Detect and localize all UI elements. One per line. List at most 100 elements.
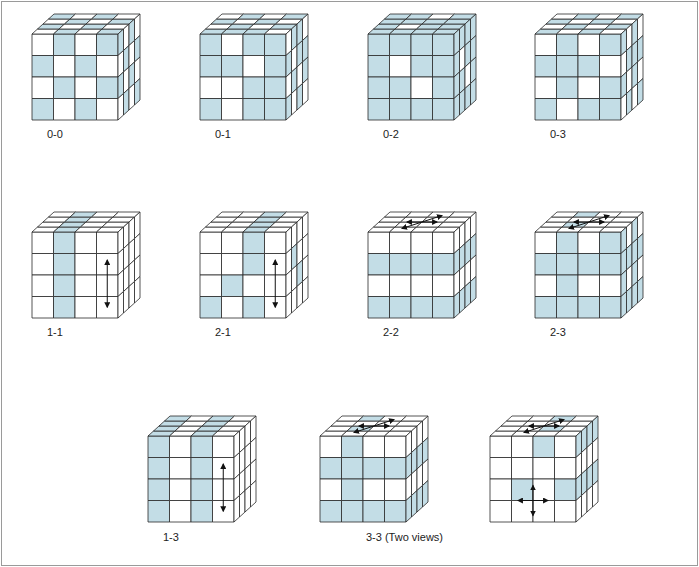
cube-facelet — [412, 491, 418, 518]
cube-facelet — [129, 84, 135, 111]
cube-facelet — [621, 292, 627, 319]
cube-facelet — [417, 486, 423, 513]
cube-facelet — [433, 232, 455, 254]
cube-facelet — [390, 232, 412, 254]
cube-facelet — [243, 56, 265, 78]
cube-facelet — [533, 436, 555, 458]
cube-facelet — [32, 232, 54, 254]
cube-facelet — [632, 84, 638, 111]
cube-facelet — [286, 94, 292, 121]
cube-facelet — [433, 275, 455, 297]
case-label: 3-3 (Two views) — [366, 531, 443, 543]
cube-facelet — [600, 99, 622, 121]
cube-facelet — [600, 34, 622, 56]
cube-facelet — [535, 56, 557, 78]
cube-facelet — [54, 232, 76, 254]
cube-facelet — [148, 479, 170, 501]
cube-facelet — [200, 56, 222, 78]
cube-facelet — [593, 481, 599, 508]
cube-facelet — [406, 496, 412, 523]
cube-facelet — [97, 34, 119, 56]
move-arrow — [402, 216, 442, 229]
cube-facelet — [265, 56, 287, 78]
cube-facelet — [557, 275, 579, 297]
cube-facelet — [385, 501, 407, 523]
cube-facelet — [390, 99, 412, 121]
cube-facelet — [292, 89, 298, 116]
cube-facelet — [411, 232, 433, 254]
cube-facelet — [390, 77, 412, 99]
cube-facelet — [297, 84, 303, 111]
case-label: 2-3 — [550, 326, 566, 338]
cube-facelet — [411, 56, 433, 78]
cube-facelet — [97, 232, 119, 254]
case-label: 0-1 — [215, 128, 231, 140]
cube-facelet — [512, 479, 534, 501]
cube-facelet — [411, 254, 433, 276]
cube-facelet — [411, 77, 433, 99]
cube-facelet — [557, 34, 579, 56]
cube-facelet — [557, 232, 579, 254]
cube-facelet — [512, 501, 534, 523]
cube-facelet — [320, 501, 342, 523]
cube-facelet — [600, 275, 622, 297]
cube-facelet — [54, 77, 76, 99]
cube-facelet — [600, 297, 622, 319]
cube-facelet — [368, 232, 390, 254]
move-arrow — [569, 216, 609, 229]
cube-facelet — [342, 458, 364, 480]
cube-facelet — [303, 277, 309, 304]
cube-facelet — [621, 94, 627, 121]
cube-facelet — [490, 436, 512, 458]
cube-facelet — [234, 496, 240, 523]
cube-facelet — [320, 458, 342, 480]
cube-facelet — [454, 292, 460, 319]
cube-facelet — [578, 275, 600, 297]
cube-facelet — [433, 297, 455, 319]
cube-facelet — [342, 501, 364, 523]
cube-facelet — [535, 275, 557, 297]
cube-facelet — [363, 458, 385, 480]
move-arrow — [533, 485, 534, 515]
cube-facelet — [148, 458, 170, 480]
move-arrow — [275, 260, 276, 307]
cube-facelet — [32, 56, 54, 78]
case-label: 0-2 — [383, 128, 399, 140]
cube-drawing — [368, 14, 476, 120]
cube-facelet — [454, 94, 460, 121]
cube-facelet — [200, 34, 222, 56]
cube-facelet — [433, 77, 455, 99]
cube-facelet — [265, 232, 287, 254]
cube-facelet — [170, 458, 192, 480]
cube-facelet — [363, 436, 385, 458]
cube-facelet — [411, 297, 433, 319]
cube-facelet — [390, 34, 412, 56]
cube-facelet — [368, 254, 390, 276]
cube-facelet — [75, 275, 97, 297]
cube-facelet — [368, 99, 390, 121]
cube-drawing — [535, 212, 643, 318]
cube-facelet — [512, 436, 534, 458]
cube-facelet — [97, 99, 119, 121]
cube-facelet — [75, 232, 97, 254]
cube-facelet — [54, 297, 76, 319]
cube-facelet — [213, 436, 235, 458]
cube-facelet — [368, 34, 390, 56]
cube-drawing — [148, 416, 256, 522]
cube-facelet — [240, 491, 246, 518]
cube-facelet — [342, 436, 364, 458]
cube-facelet — [75, 254, 97, 276]
cube-facelet — [118, 94, 124, 121]
cube-facelet — [390, 297, 412, 319]
cube-facelet — [578, 297, 600, 319]
cube-facelet — [363, 501, 385, 523]
cube-facelet — [75, 77, 97, 99]
cube-facelet — [578, 34, 600, 56]
cube-facelet — [297, 282, 303, 309]
cube-facelet — [557, 99, 579, 121]
cube-facelet — [627, 89, 633, 116]
cube-facelet — [600, 77, 622, 99]
cube-facelet — [191, 458, 213, 480]
cube-facelet — [433, 254, 455, 276]
cube-facelet — [600, 56, 622, 78]
